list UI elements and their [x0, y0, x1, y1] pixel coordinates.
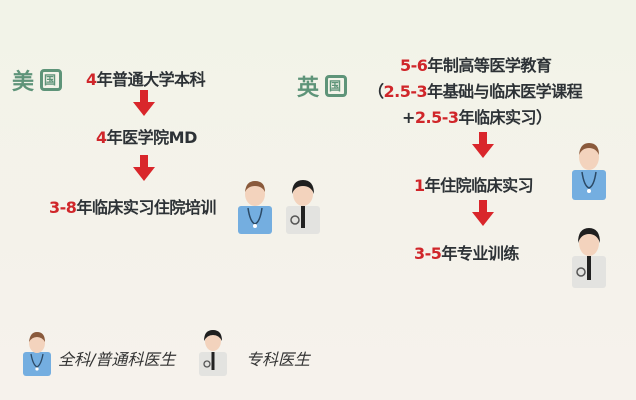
specialist-doctor-icon: [572, 228, 606, 288]
uk-step-1: 5-6年制高等医学教育: [400, 56, 552, 75]
usa-label-main: 美: [12, 70, 37, 95]
uk-step-2: 1年住院临床实习: [414, 176, 534, 195]
arrow-down-icon: [133, 90, 155, 118]
uk-label: 英 国: [297, 70, 348, 102]
uk-step-1-detail-b: +2.5-3年临床实习）: [402, 108, 552, 127]
legend-specialist-icon: [199, 330, 227, 376]
usa-step-2: 4年医学院MD: [96, 128, 197, 147]
arrow-down-icon: [472, 132, 494, 160]
uk-label-main: 英: [297, 76, 322, 101]
uk-step-3: 3-5年专业训练: [414, 244, 519, 263]
usa-label-box: 国: [40, 69, 63, 91]
usa-step-1: 4年普通大学本科: [86, 70, 206, 89]
usa-step-3: 3-8年临床实习住院培训: [49, 198, 216, 217]
specialist-doctor-icon: [286, 180, 320, 234]
gp-doctor-icon: [572, 143, 606, 200]
legend-gp-label: 全科/普通科医生: [58, 350, 176, 369]
uk-label-box: 国: [325, 75, 348, 97]
usa-label: 美 国: [12, 64, 63, 96]
uk-step-1-detail-a: （2.5-3年基础与临床医学课程: [368, 82, 583, 101]
arrow-down-icon: [472, 200, 494, 228]
arrow-down-icon: [133, 155, 155, 183]
legend-specialist-label: 专科医生: [246, 350, 311, 369]
gp-doctor-icon: [238, 181, 272, 234]
legend-gp-icon: [23, 332, 51, 376]
